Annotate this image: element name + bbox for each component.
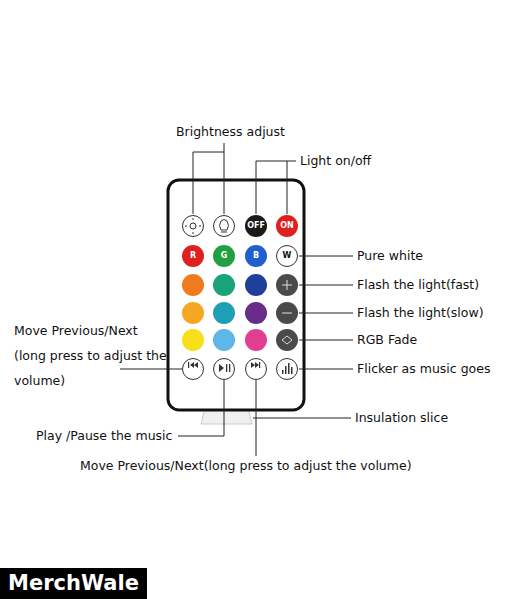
callout-label: Light on/off (300, 153, 371, 169)
callout-label: Play /Pause the music (36, 428, 172, 444)
watermark: MerchWale (0, 568, 147, 599)
button-text: G (221, 252, 228, 260)
callout-label: Move Previous/Next (long press to adjust… (14, 318, 169, 393)
callout-label: Insulation slice (355, 410, 448, 426)
remote-button: W (276, 245, 298, 267)
colour-buttons (182, 274, 298, 351)
remote-button: B (245, 245, 267, 267)
button-text: B (253, 252, 259, 260)
remote-button: R (182, 245, 204, 267)
brightness-button (183, 216, 204, 237)
remote-button: ON (276, 215, 298, 237)
button-text: OFF (247, 222, 265, 230)
callout-label: RGB Fade (357, 332, 417, 348)
music-buttons (183, 359, 298, 380)
callout-label: Brightness adjust (176, 124, 285, 140)
leader-lines (120, 143, 353, 456)
callout-label: Move Previous/Next(long press to adjust … (80, 458, 412, 474)
button-text: W (283, 252, 292, 260)
remote-button: OFF (245, 215, 267, 237)
callout-label: Flicker as music goes (357, 361, 490, 377)
button-text: ON (280, 222, 294, 230)
callout-label: Pure white (357, 248, 423, 264)
callout-label: Flash the light(slow) (357, 305, 484, 321)
brightness-button (214, 216, 235, 237)
remote-button: G (213, 245, 235, 267)
remote-body (168, 180, 304, 410)
callout-label: Flash the light(fast) (357, 277, 479, 293)
button-text: R (190, 252, 196, 260)
